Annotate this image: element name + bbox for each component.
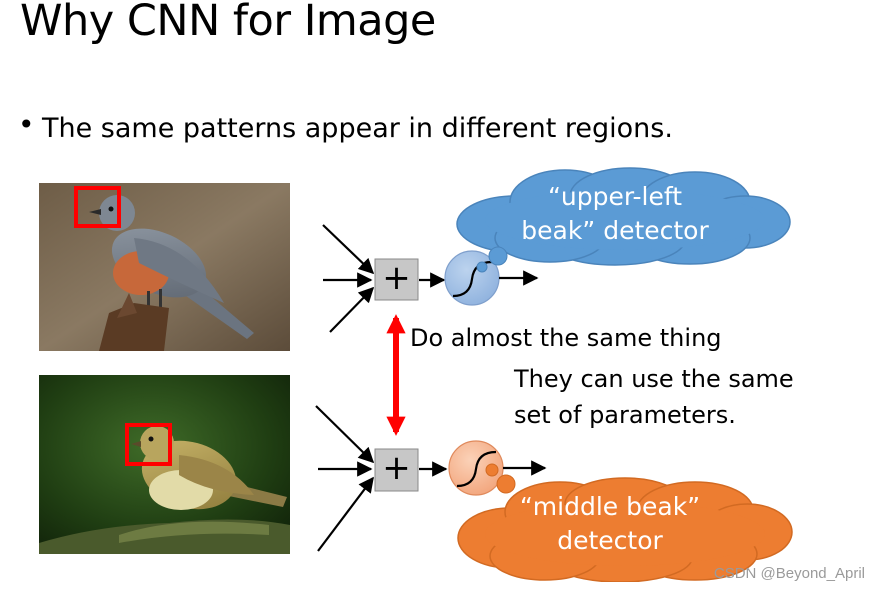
thought-bubbles-bottom (485, 463, 516, 494)
cloud-middle-detector (455, 476, 795, 582)
sum-symbol-top: + (382, 258, 411, 298)
bird-photo-bottom (39, 375, 290, 554)
highlight-box-bottom (125, 423, 172, 466)
sum-box-bottom (374, 448, 419, 492)
cloud-middle-label: “middle beak” detector (519, 492, 701, 555)
sum-box-top (374, 258, 419, 301)
bird-photo-top (39, 183, 290, 351)
cloud-upper-left-detector (455, 166, 793, 266)
watermark: CSDN @Beyond_April (713, 565, 865, 582)
note-same-thing: Do almost the same thing (410, 324, 722, 352)
bullet-text: The same patterns appear in different re… (42, 113, 673, 144)
note-same-parameters: They can use the same set of parameters. (514, 365, 794, 429)
slide-title: Why CNN for Image (20, 0, 436, 46)
sum-symbol-bottom: + (382, 448, 411, 488)
highlight-box-top (74, 186, 121, 228)
cloud-upper-left-label: “upper-left beak” detector (521, 182, 709, 245)
thought-bubbles-top (476, 246, 508, 273)
bullet-marker: • (18, 108, 35, 141)
input-arrows-bottom (315, 405, 375, 552)
input-arrows-top (322, 224, 375, 333)
